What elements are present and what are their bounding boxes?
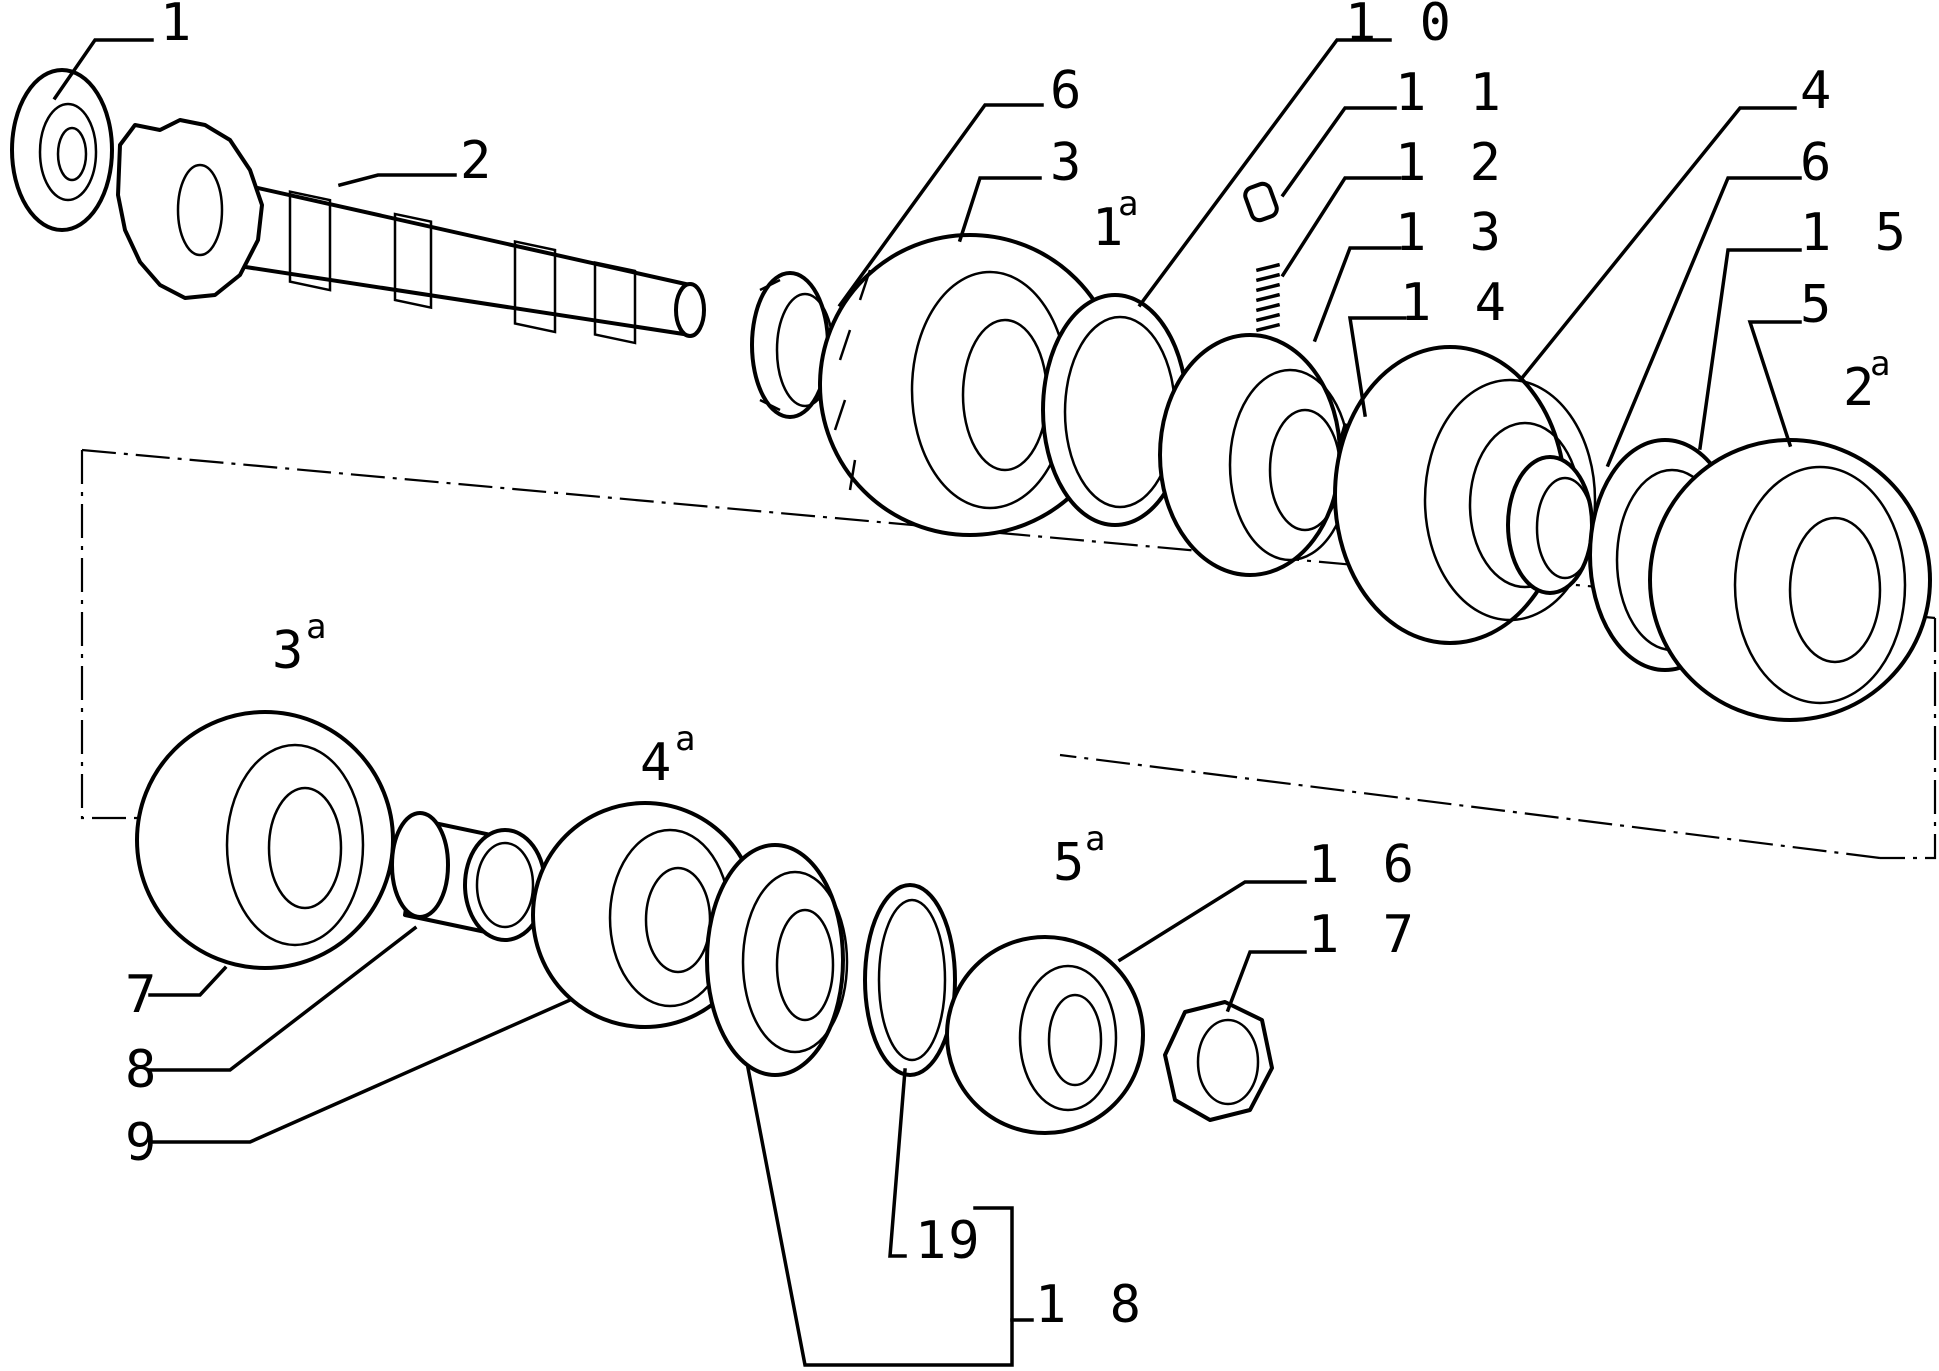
gear-mark-3-superscript: a (306, 607, 326, 647)
label-6-top: 6 (1050, 61, 1087, 121)
nut-part (1163, 1000, 1274, 1122)
gear-9-part (531, 801, 759, 1029)
gear-mark-2-superscript: a (1870, 344, 1890, 384)
gear-3-part (818, 233, 1122, 537)
label-9: 9 (125, 1113, 162, 1173)
label-14: 1 4 (1400, 273, 1512, 333)
gear-16-part (945, 935, 1145, 1135)
label-3: 3 (1050, 133, 1087, 193)
label-17: 1 7 (1308, 905, 1420, 965)
label-18: 1 8 (1035, 1275, 1147, 1335)
gear-mark-1-number: 1 (1092, 198, 1129, 258)
bearing-part (10, 68, 114, 232)
split-ring-part (863, 883, 957, 1077)
input-shaft-part (116, 118, 706, 345)
bushing-part (390, 811, 547, 942)
spring-part (1255, 262, 1281, 333)
gear-marks: 1 a 2 a 3 a 4 a 5 a (272, 184, 1890, 893)
gear-mark-4-number: 4 (640, 733, 677, 793)
leader-lines (52, 38, 1802, 1367)
label-5: 5 (1800, 275, 1837, 335)
gear-mark-5-superscript: a (1085, 819, 1105, 859)
label-19: 19 (915, 1211, 982, 1271)
label-6-right: 6 (1800, 133, 1837, 193)
label-12: 1 2 (1395, 133, 1507, 193)
label-13: 1 3 (1395, 203, 1507, 263)
label-11: 1 1 (1395, 63, 1507, 123)
label-8: 8 (125, 1040, 162, 1100)
label-2: 2 (460, 131, 497, 191)
gear-mark-4-superscript: a (675, 719, 695, 759)
label-16: 1 6 (1308, 835, 1420, 895)
gear-mark-3-number: 3 (272, 621, 309, 681)
synchro-hub-part (1158, 333, 1352, 577)
part-labels: 1 2 6 3 1 0 1 1 1 2 1 3 1 4 4 6 1 5 5 7 … (125, 0, 1912, 1335)
label-10: 1 0 (1345, 0, 1457, 53)
gear-5-part (1648, 438, 1932, 722)
gear-mark-2-number: 2 (1843, 358, 1880, 418)
label-15: 1 5 (1800, 203, 1912, 263)
ring-assembly-part (705, 843, 849, 1077)
key-part (1243, 181, 1279, 223)
label-1: 1 (160, 0, 197, 53)
label-4: 4 (1800, 61, 1837, 121)
needle-bearing-right-part (1506, 455, 1595, 595)
gear-mark-5-number: 5 (1053, 833, 1090, 893)
gear-7-part (135, 710, 395, 970)
label-7: 7 (125, 965, 162, 1025)
gear-mark-1-superscript: a (1118, 184, 1138, 224)
